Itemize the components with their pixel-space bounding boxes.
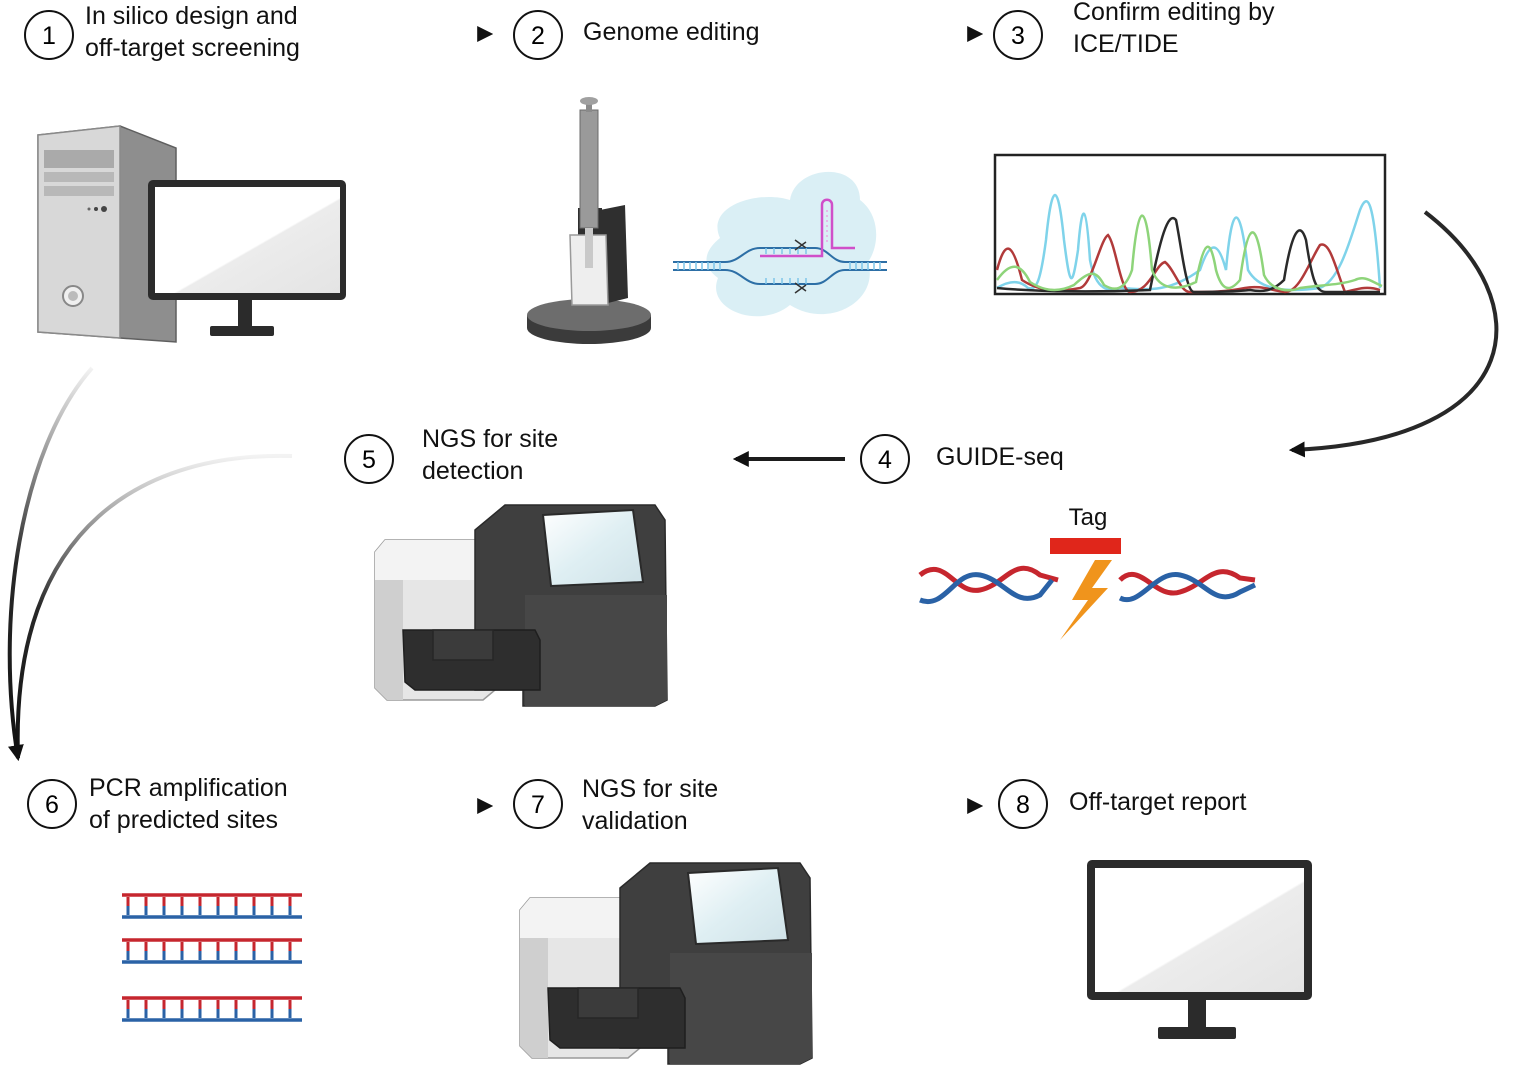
step-8-badge: 8: [998, 779, 1048, 829]
step-3-label: Confirm editing by ICE/TIDE: [1073, 0, 1275, 58]
electroporator-icon: [527, 97, 651, 344]
step-1-number: 1: [42, 22, 56, 50]
step-7-label: NGS for site validation: [582, 775, 719, 835]
arrow-3-to-4: [1288, 210, 1499, 458]
monitor-icon: [1087, 860, 1312, 1039]
step-6-label: PCR amplification of predicted sites: [89, 774, 288, 834]
step-8-number: 8: [1016, 791, 1030, 819]
dna-break-tag-icon: Tag: [918, 504, 1257, 640]
step-3-number: 3: [1011, 22, 1025, 50]
desktop-computer-icon: [37, 125, 346, 343]
cas9-dna-icon: [673, 171, 887, 317]
step-5-badge: 5: [344, 434, 394, 484]
tag-bar: [1050, 538, 1121, 554]
step-6-badge: 6: [27, 779, 77, 829]
step-2-badge: 2: [513, 10, 563, 60]
step-4-label: GUIDE-seq: [936, 443, 1064, 471]
step-6-number: 6: [45, 791, 59, 819]
step-1-badge: 1: [24, 10, 74, 60]
step-7-number: 7: [531, 791, 545, 819]
step-5-label: NGS for site detection: [422, 425, 559, 485]
step-7-badge: 7: [513, 779, 563, 829]
step-4-number: 4: [878, 446, 892, 474]
step-4-badge: 4: [860, 434, 910, 484]
step-5-number: 5: [362, 446, 376, 474]
arrow-1-to-6: [7, 366, 94, 762]
chromatogram-icon: [993, 153, 1387, 296]
sequencer-icon: [519, 862, 813, 1065]
arrow-5-to-6: [15, 453, 293, 759]
step-2-label: Genome editing: [583, 18, 760, 46]
step-2-number: 2: [531, 22, 545, 50]
step-8-label: Off-target report: [1069, 788, 1247, 816]
sequencer-icon: [374, 504, 668, 707]
step-1-label: In silico design and off-target screenin…: [85, 2, 300, 62]
step-3-badge: 3: [993, 10, 1043, 60]
tag-label: Tag: [1069, 504, 1108, 531]
pcr-amplicons-icon: [120, 893, 304, 1022]
